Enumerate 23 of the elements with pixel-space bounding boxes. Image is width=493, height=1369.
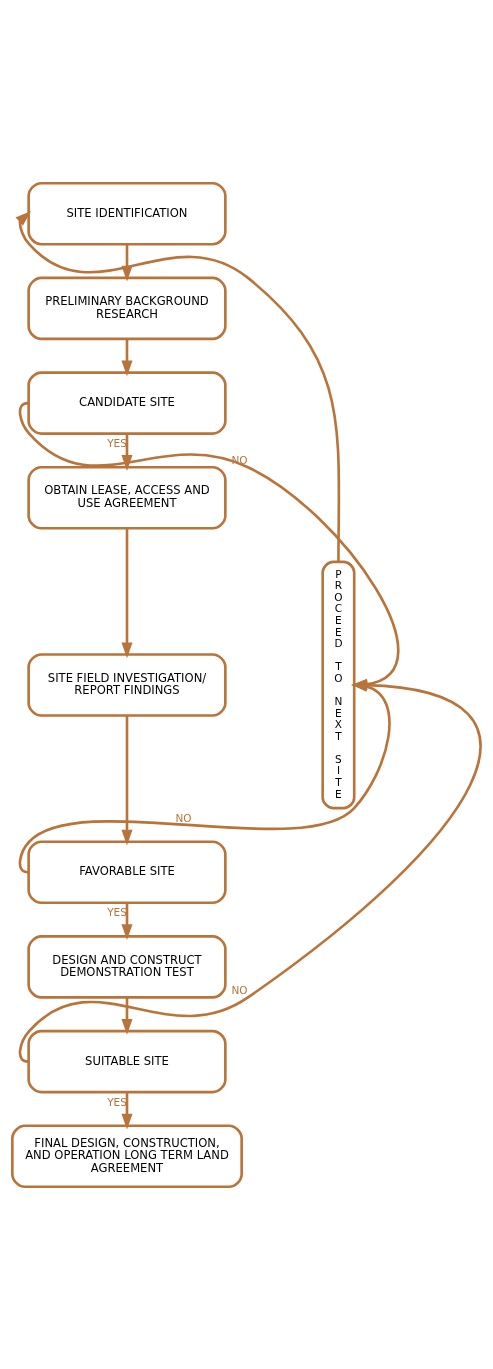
edge-label: NO: [175, 811, 192, 824]
node-box: SITE IDENTIFICATION: [27, 181, 227, 246]
arrow: [121, 433, 133, 471]
node-box: FINAL DESIGN, CONSTRUCTION, AND OPERATION LONG TERM LAND AGREEMENT: [11, 1123, 243, 1188]
arrow: [15, 210, 341, 562]
edge-label: YES: [107, 436, 127, 449]
node-box: DESIGN AND CONSTRUCT DEMONSTRATION TEST: [27, 934, 227, 999]
arrow: [121, 902, 133, 940]
edge-label: NO: [231, 983, 248, 996]
node-box: PRELIMINARY BACKGROUND RESEARCH: [27, 276, 227, 340]
node-box: SUITABLE SITE: [27, 1029, 227, 1093]
node-box: CANDIDATE SITE: [27, 370, 227, 435]
node-box: SITE FIELD INVESTIGATION/ REPORT FINDINGS: [27, 652, 227, 717]
node-box: PROCEED TO NEXT SITE: [321, 560, 356, 809]
arrow: [121, 997, 133, 1035]
edge-label: YES: [107, 905, 127, 918]
node-box: OBTAIN LEASE, ACCESS AND USE AGREEMENT: [27, 465, 227, 530]
arrow: [121, 528, 133, 658]
arrow: [121, 338, 133, 376]
node-box: FAVORABLE SITE: [27, 839, 227, 904]
edge-label: YES: [107, 1095, 127, 1108]
arrow: [121, 715, 133, 845]
arrow: [121, 1091, 133, 1129]
